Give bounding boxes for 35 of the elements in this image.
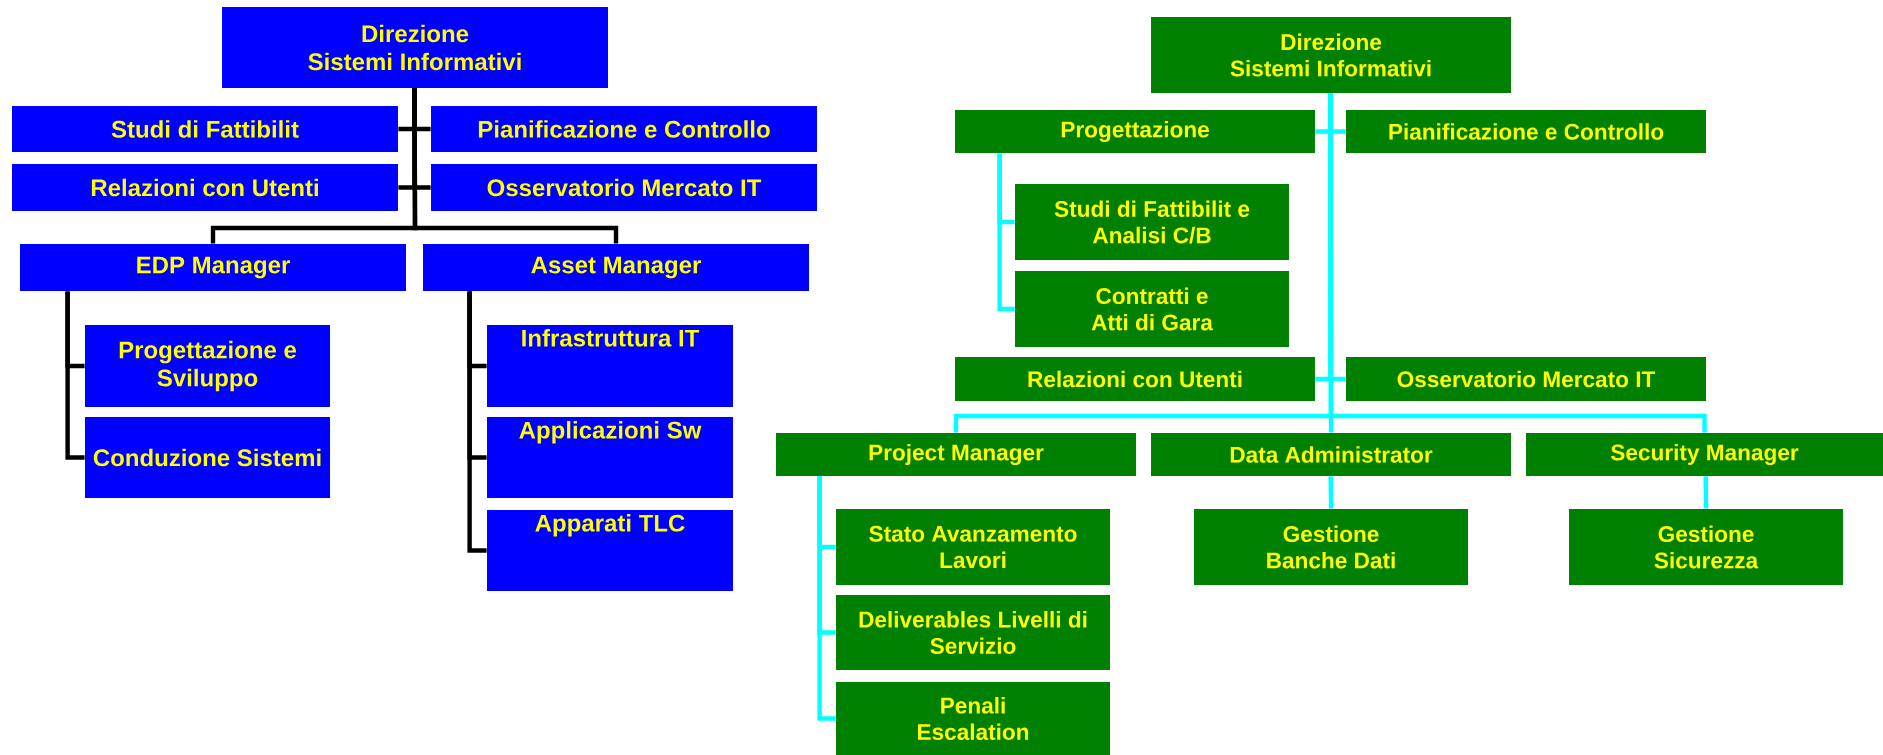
- org-box: EDP Manager: [20, 244, 406, 291]
- org-box: Relazioni con Utenti: [955, 357, 1315, 401]
- org-box: Deliverables Livelli di Servizio: [836, 595, 1110, 670]
- connector-line: [467, 291, 487, 553]
- org-box: Progettazione: [955, 110, 1315, 153]
- org-box: Penali Escalation: [836, 682, 1110, 755]
- org-box: Studi di Fattibilit: [12, 106, 398, 152]
- org-box: Data Administrator: [1151, 433, 1511, 476]
- org-box: Conduzione Sistemi: [85, 417, 330, 498]
- connector-line: [1328, 476, 1334, 509]
- org-box: Project Manager: [776, 433, 1136, 476]
- org-box: Osservatorio Mercato IT: [431, 164, 817, 211]
- org-box: Applicazioni Sw: [487, 417, 733, 498]
- org-box: Contratti e Atti di Gara: [1015, 271, 1289, 347]
- org-box: Stato Avanzamento Lavori: [836, 509, 1110, 585]
- connector-line: [997, 153, 1015, 312]
- org-box: Infrastruttura IT: [487, 325, 733, 407]
- org-box: Security Manager: [1526, 433, 1883, 476]
- org-box: Pianificazione e Controllo: [431, 106, 817, 152]
- org-box: Direzione Sistemi Informativi: [222, 7, 608, 88]
- org-box: Studi di Fattibilit e Analisi C/B: [1015, 184, 1289, 260]
- org-box: Progettazione e Sviluppo: [85, 325, 330, 407]
- connector-line: [65, 291, 85, 460]
- org-box: Asset Manager: [423, 244, 809, 291]
- org-box: Gestione Banche Dati: [1194, 509, 1468, 585]
- org-box: Apparati TLC: [487, 510, 733, 591]
- org-box: Direzione Sistemi Informativi: [1151, 17, 1511, 93]
- connector-line: [817, 476, 836, 721]
- org-box: Pianificazione e Controllo: [1346, 110, 1706, 153]
- org-box: Osservatorio Mercato IT: [1346, 357, 1706, 401]
- connector-line: [412, 88, 619, 244]
- org-box: Relazioni con Utenti: [12, 164, 398, 211]
- org-box: Gestione Sicurezza: [1569, 509, 1844, 585]
- connector-line: [1328, 93, 1707, 433]
- connector-line: [1703, 476, 1709, 509]
